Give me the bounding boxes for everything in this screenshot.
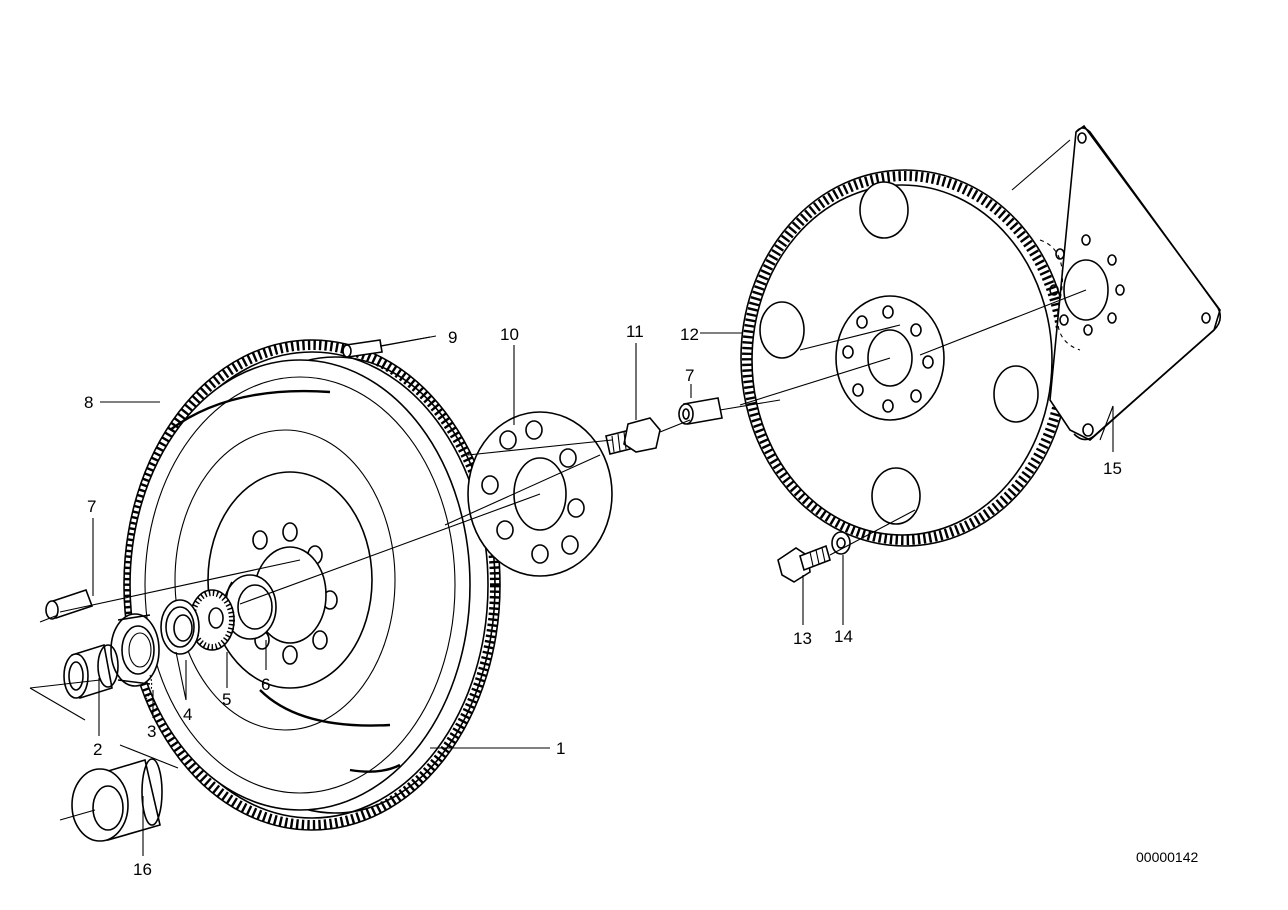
dowel-part-7-left <box>39 588 94 623</box>
callout-7-left: 7 <box>87 497 96 516</box>
callout-3: 3 <box>147 722 156 741</box>
drawing-number: 00000142 <box>1136 849 1199 865</box>
callout-10: 10 <box>500 325 519 344</box>
assembly-axis-lines <box>59 139 1087 613</box>
needle-sleeve-part-2 <box>29 643 119 721</box>
callout-16: 16 <box>133 860 152 879</box>
callout-14: 14 <box>834 627 853 646</box>
callout-1: 1 <box>556 739 565 758</box>
dowel-part-7-right <box>678 397 723 425</box>
bolt-part-13 <box>777 544 831 583</box>
callout-11: 11 <box>626 322 644 341</box>
callout-8: 8 <box>84 393 93 412</box>
bolt-part-11 <box>605 417 661 455</box>
callout-4: 4 <box>183 705 192 724</box>
flywheel-part-1 <box>123 339 501 831</box>
callout-15: 15 <box>1103 459 1122 478</box>
flywheel-ring-gear-teeth <box>124 340 500 830</box>
callout-labels: 1 2 3 4 5 6 7 7 8 9 10 11 12 13 14 15 16 <box>84 322 1122 879</box>
leader-lines <box>92 332 1114 856</box>
washer-part-14 <box>831 531 851 555</box>
callout-9: 9 <box>448 328 457 347</box>
callout-5: 5 <box>222 690 231 709</box>
callout-6: 6 <box>261 675 270 694</box>
washers-part-4 <box>160 599 200 655</box>
ball-bearing-part-3 <box>110 613 160 701</box>
callout-12: 12 <box>680 325 699 344</box>
callout-7-right: 7 <box>685 366 694 385</box>
callout-13: 13 <box>793 629 812 648</box>
callout-2: 2 <box>93 740 102 759</box>
sleeve-part-16 <box>59 744 179 842</box>
plate-part-15 <box>1039 124 1222 441</box>
flex-plate-part-12 <box>740 169 1070 547</box>
